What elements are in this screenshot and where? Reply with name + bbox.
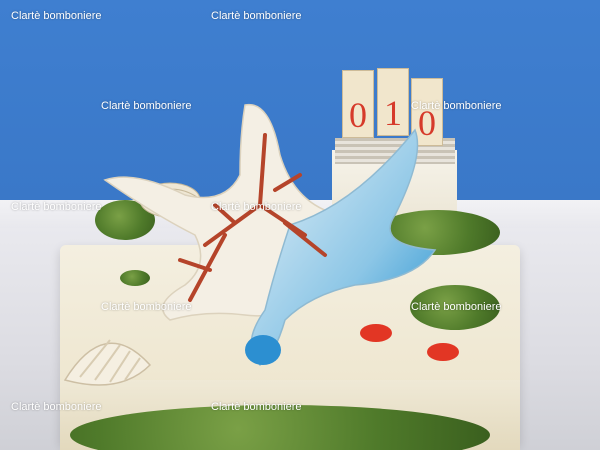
digit-1: 0	[349, 95, 367, 135]
starfish-decoration	[103, 103, 437, 366]
moss-front	[70, 405, 490, 450]
watermark: Clartè bomboniere	[411, 100, 502, 112]
red-pebble-1	[360, 324, 392, 342]
digit-card-1: 0	[342, 70, 374, 138]
red-pebble-2	[427, 343, 459, 361]
watermark: Clartè bomboniere	[411, 301, 502, 313]
digit-card-2: 1	[377, 68, 409, 136]
watermark: Clartè bomboniere	[101, 301, 192, 313]
watermark: Clartè bomboniere	[211, 401, 302, 413]
moss-small	[120, 270, 150, 286]
watermark: Clartè bomboniere	[211, 10, 302, 22]
digit-2: 1	[384, 93, 402, 133]
watermark: Clartè bomboniere	[101, 100, 192, 112]
seashell-scallop	[63, 339, 152, 386]
watermark: Clartè bomboniere	[11, 201, 102, 213]
digit-3: 0	[418, 103, 436, 143]
watermark: Clartè bomboniere	[11, 10, 102, 22]
watermark: Clartè bomboniere	[211, 201, 302, 213]
moss-clump-3	[410, 285, 500, 330]
watermark: Clartè bomboniere	[11, 401, 102, 413]
